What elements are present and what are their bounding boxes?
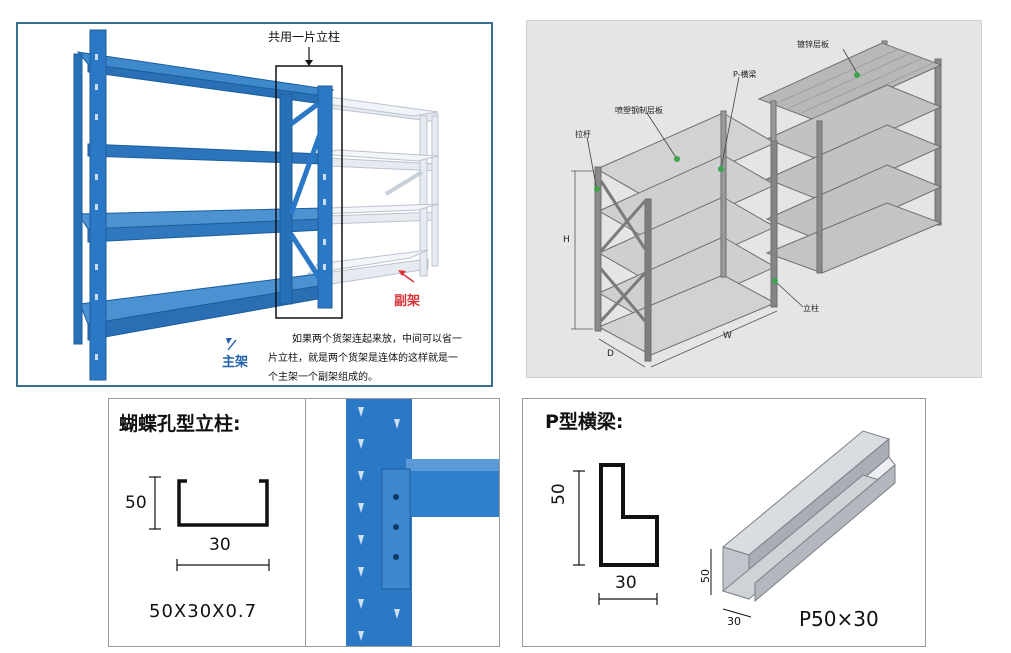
painted-shelf-label: 喷塑钢制层板 — [615, 106, 663, 115]
beam-iso-width-dimension-line — [722, 608, 752, 618]
upright-label: 立柱 — [803, 304, 819, 313]
tie-rod-label: 拉杆 — [575, 130, 591, 139]
upright-panel-divider — [305, 399, 306, 646]
beam-width-value: 30 — [615, 573, 637, 593]
p-beam-label: P-横梁 — [733, 70, 757, 79]
width-dimension-label: W — [723, 331, 732, 341]
depth-dimension-label: D — [607, 349, 614, 359]
upright-profile-drawing — [149, 476, 270, 571]
butterfly-holes — [358, 407, 400, 641]
rack-photo-panel: 共用一片立柱 副架 主架 如果两个货架连起来放，中间可以省一 片立柱，就是两个货… — [16, 22, 493, 387]
butterfly-upright-panel: 蝴蝶孔型立柱: 50 30 50X30X0.7 — [108, 398, 500, 647]
rack-note-line-1: 如果两个货架连起来放，中间可以省一 — [292, 334, 462, 345]
height-dimension-label: H — [563, 235, 570, 245]
p-beam-profile — [599, 463, 659, 567]
beam-iso-width-value: 30 — [727, 615, 741, 628]
upright-height-value: 50 — [125, 493, 147, 513]
butterfly-upright-closeup — [306, 399, 499, 646]
upright-width-value: 30 — [209, 535, 231, 555]
p-beam-panel: P型横梁: 50 30 50 30 P50×30 — [522, 398, 926, 647]
rear-rack-slats — [776, 48, 934, 119]
upright-spec: 50X30X0.7 — [149, 601, 258, 622]
front-rack — [594, 110, 778, 362]
galvanized-shelf-label: 镀锌层板 — [797, 40, 829, 49]
rear-rack — [757, 40, 943, 274]
leader-dots — [594, 72, 860, 284]
dimension-lines — [571, 170, 778, 368]
main-rack — [73, 29, 335, 381]
rack-note: 如果两个货架连起来放，中间可以省一 片立柱，就是两个货架是连体的这样就是一 个主… — [268, 330, 462, 385]
c-channel-profile — [177, 479, 269, 527]
beam-height-value: 50 — [549, 483, 569, 505]
rack-technical-drawing-panel: 镀锌层板 P-横梁 喷塑钢制层板 拉杆 立柱 H W D — [526, 20, 982, 378]
beam-spec: P50×30 — [799, 607, 879, 631]
rack-technical-drawing — [571, 40, 943, 368]
leader-lines — [586, 48, 858, 308]
p-beam-isometric — [721, 430, 896, 603]
main-rack-arrow — [227, 339, 237, 351]
upright-title: 蝴蝶孔型立柱: — [119, 413, 241, 435]
sub-rack-label: 副架 — [394, 294, 421, 309]
rack-photo-illustration — [73, 29, 439, 381]
beam-iso-height-value: 50 — [699, 569, 712, 583]
upright-closeup-connector — [381, 468, 411, 590]
upright-slots — [95, 54, 326, 360]
rack-note-line-3: 个主架一个副架组成的。 — [268, 372, 378, 383]
rack-note-line-2: 片立柱，就是两个货架是连体的这样就是一 — [268, 353, 458, 364]
p-beam-drawing — [573, 430, 896, 618]
beam-title: P型横梁: — [545, 411, 624, 433]
connector-rivets — [393, 494, 399, 560]
main-rack-label: 主架 — [222, 355, 249, 370]
shared-upright-label: 共用一片立柱 — [268, 30, 341, 44]
